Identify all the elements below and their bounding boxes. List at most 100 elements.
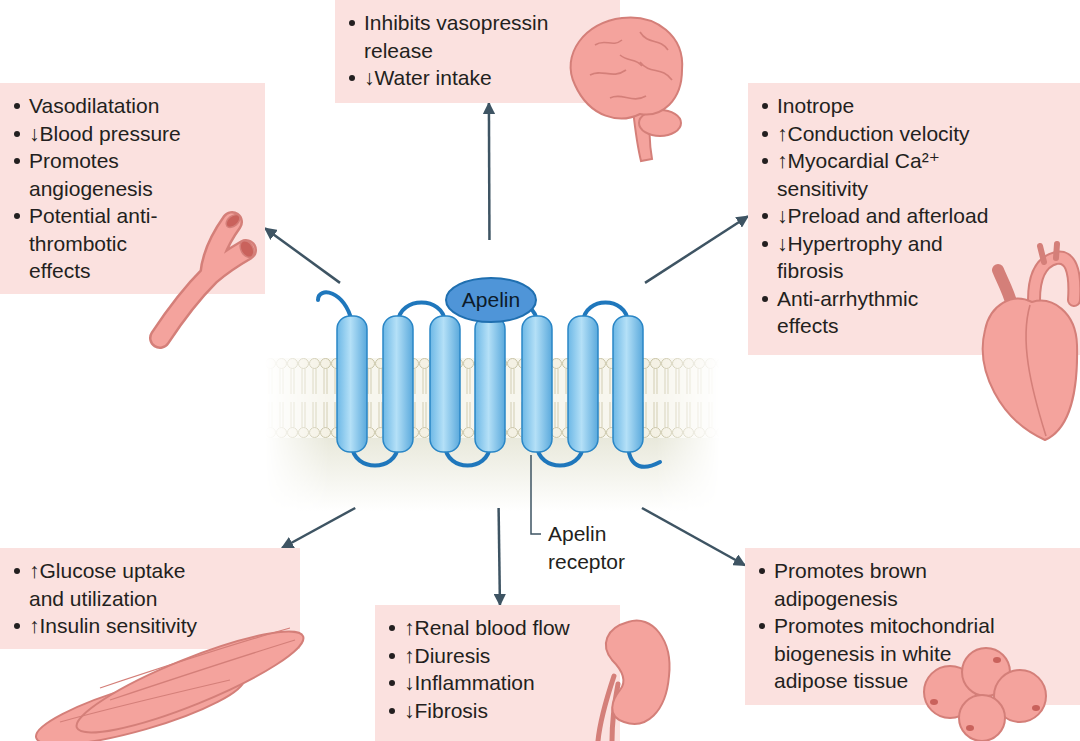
- effect-text: ↓Blood pressure: [29, 122, 181, 145]
- cerebellum: [639, 110, 681, 136]
- effect-text: Promotes mitochondrial biogenesis in whi…: [774, 614, 995, 692]
- text-item: Promotes angiogenesis: [12, 147, 199, 202]
- effect-text: Anti-arrhythmic effects: [777, 287, 918, 338]
- effect-box: ↑Renal blood flow↑Diuresis↓Inflammation↓…: [375, 605, 620, 741]
- vessel-lumen: [224, 212, 243, 230]
- connectors: [265, 103, 748, 605]
- helix: [568, 316, 598, 452]
- effect-text: ↑Insulin sensitivity: [29, 614, 197, 637]
- effect-box: ↑Glucose uptake and utilization ↑Insulin …: [0, 548, 300, 649]
- text-item: ↓Inflammation: [387, 669, 619, 697]
- effect-arrow: [488, 103, 491, 240]
- bullet-dot: [389, 625, 395, 631]
- adipocyte-icon: [924, 648, 1046, 741]
- muscle-icon: [30, 615, 312, 741]
- fibre-lines: [60, 628, 295, 722]
- effect-box: Promotes brown adipogenesisPromotes mito…: [745, 548, 1080, 705]
- cytoplasm: [265, 436, 720, 511]
- heart-groove: [1026, 305, 1046, 436]
- bullet-dot: [349, 75, 355, 81]
- heart-icon: [983, 244, 1077, 440]
- intracellular-loop: [445, 446, 490, 466]
- receptor-label: Apelin receptor: [548, 522, 625, 573]
- helix: [613, 316, 643, 452]
- text-item: ↓Fibrosis: [387, 697, 619, 725]
- text-item: ↑Renal blood flow: [387, 614, 619, 642]
- vessel-wall: [160, 222, 246, 338]
- effect-text: Inhibits vasopressin release: [364, 11, 548, 62]
- aortic-arch: [1034, 258, 1074, 300]
- helix: [337, 316, 367, 452]
- effect-text: Promotes angiogenesis: [29, 149, 153, 200]
- text-item: ↑Myocardial Ca²⁺ sensitivity: [760, 147, 967, 202]
- nucleus: [1032, 705, 1040, 711]
- blood-vessel-icon: [160, 212, 257, 338]
- effect-text: ↑Diuresis: [404, 644, 490, 667]
- text-item: Promotes brown adipogenesis: [757, 557, 974, 612]
- text-item: Anti-arrhythmic effects: [760, 285, 957, 340]
- bullet-dot: [762, 131, 768, 137]
- text-item: Apelin: [462, 286, 520, 314]
- bullet-dot: [14, 158, 20, 164]
- helix: [522, 316, 552, 452]
- arch-branches: [1040, 244, 1057, 262]
- effect-text: ↓Water intake: [364, 66, 492, 89]
- text-item: ↑Conduction velocity: [760, 120, 1057, 148]
- nuclei: [930, 657, 1040, 731]
- effect-text: Inotrope: [777, 94, 854, 117]
- helix: [383, 316, 413, 452]
- text-item: Potential anti-thrombotic effects: [12, 202, 174, 285]
- intracellular-loop: [537, 446, 583, 466]
- ligand-label: Apelin: [462, 288, 520, 311]
- bullet-dot: [14, 623, 20, 629]
- bullet-dot: [762, 103, 768, 109]
- effect-text: ↓Hypertrophy and fibrosis: [777, 232, 943, 283]
- extracellular-loop: [583, 303, 628, 323]
- n-terminus: [318, 292, 352, 322]
- heart-body: [983, 299, 1077, 440]
- adipocyte: [994, 670, 1046, 722]
- ligand-ellipse: Apelin: [445, 277, 537, 323]
- text-item: ↓Preload and afterload: [760, 202, 1077, 230]
- text-item: ↓Water intake: [347, 64, 604, 92]
- text-item: ↑Glucose uptake and utilization: [12, 557, 219, 612]
- c-terminus: [628, 446, 660, 467]
- helix: [475, 316, 505, 452]
- brain-icon: [571, 18, 683, 161]
- nucleus: [966, 725, 974, 731]
- effect-text: Promotes brown adipogenesis: [774, 559, 927, 610]
- aortic-arch: [1034, 258, 1074, 300]
- text-item: Apelin receptor: [548, 520, 648, 575]
- kidney: [606, 621, 670, 724]
- effect-arrow: [265, 228, 340, 283]
- effect-text: ↑Glucose uptake and utilization: [29, 559, 185, 610]
- text-item: Inhibits vasopressin release: [347, 9, 579, 64]
- brainstem: [633, 110, 652, 161]
- effect-text: ↓Preload and afterload: [777, 204, 988, 227]
- text-item: Vasodilatation: [12, 92, 259, 120]
- text-item: Inotrope: [760, 92, 1057, 120]
- bullet-dot: [14, 131, 20, 137]
- effect-arrow: [645, 216, 748, 283]
- effect-box: Inotrope ↑Conduction velocity↑Myocardial …: [748, 83, 1080, 355]
- bullet-dot: [762, 158, 768, 164]
- nucleus: [930, 699, 938, 705]
- bullet-dot: [389, 653, 395, 659]
- receptor-region: Apelin receptor: [340, 240, 645, 508]
- effect-box: Inhibits vasopressin release ↓Water intak…: [335, 0, 620, 103]
- helix: [430, 316, 460, 452]
- effect-arrow: [282, 508, 355, 548]
- text-item: ↓Hypertrophy and fibrosis: [760, 230, 957, 285]
- cerebrum: [571, 18, 683, 119]
- text-item: ↑Insulin sensitivity: [12, 612, 269, 640]
- effect-text: ↑Myocardial Ca²⁺ sensitivity: [777, 149, 940, 200]
- nucleus: [993, 657, 1001, 663]
- bullet-dot: [759, 568, 765, 574]
- effect-arrow: [499, 508, 500, 605]
- bullet-dot: [389, 680, 395, 686]
- bilayer-core: [265, 358, 720, 438]
- effect-text: ↓Fibrosis: [404, 699, 488, 722]
- text-item: ↑Diuresis: [387, 642, 619, 670]
- pulmonary-trunk: [998, 270, 1012, 305]
